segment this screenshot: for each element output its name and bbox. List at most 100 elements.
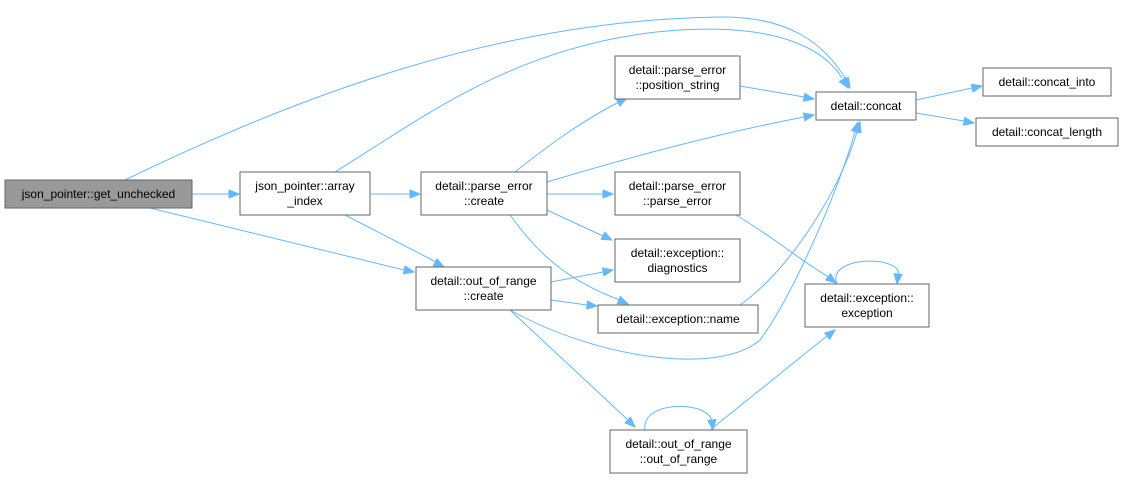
edge-line <box>739 131 858 306</box>
node-box <box>4 179 193 209</box>
arrowhead <box>432 257 446 268</box>
arrowhead <box>600 231 614 241</box>
arrowhead <box>624 416 636 428</box>
edge-line <box>835 260 899 285</box>
edge-concat-to-concat_into <box>915 83 984 101</box>
edge-line <box>334 28 843 173</box>
node-label: detail::exception:: <box>631 246 724 260</box>
edges-layer <box>124 16 984 432</box>
arrowhead <box>962 116 976 126</box>
node-exception-name[interactable]: detail::exception::name <box>597 304 759 334</box>
arrowhead <box>616 295 630 305</box>
edge-line <box>915 87 973 101</box>
node-label: ::create <box>464 194 504 208</box>
edge-get_unchecked-to-array_index <box>191 189 241 199</box>
node-box <box>804 283 930 328</box>
arrowhead <box>707 419 717 432</box>
arrowhead <box>228 189 241 199</box>
node-label: ::out_of_range <box>640 452 718 466</box>
arrowhead <box>802 112 816 122</box>
node-box <box>614 55 741 100</box>
arrowhead <box>602 189 615 199</box>
node-array-index[interactable]: json_pointer::array_index <box>239 171 371 216</box>
node-concat[interactable]: detail::concat <box>815 91 917 121</box>
node-label: detail::out_of_range <box>430 274 536 288</box>
edge-line <box>915 112 965 122</box>
node-box <box>415 266 552 311</box>
edge-line <box>344 214 437 263</box>
edge-line <box>546 116 805 183</box>
node-parse-error-create[interactable]: detail::parse_error::create <box>420 171 548 216</box>
node-concat-into[interactable]: detail::concat_into <box>982 67 1112 97</box>
arrowhead <box>893 273 903 286</box>
edge-parse_error_create-to-concat <box>546 112 816 183</box>
node-position-string[interactable]: detail::parse_error::position_string <box>614 55 741 100</box>
edge-array_index-to-parse_error_create <box>371 189 422 199</box>
edge-array_index-to-concat <box>334 28 849 173</box>
edge-line <box>550 299 588 306</box>
edge-parse_error_create-to-position_string <box>514 97 629 173</box>
edge-array_index-to-out_of_range_create <box>344 214 446 268</box>
edge-parse_error_create-to-diagnostics <box>546 209 614 241</box>
node-diagnostics[interactable]: detail::exception::diagnostics <box>614 238 741 283</box>
edge-out_of_range_create-to-out_of_range_ctor <box>509 309 636 428</box>
node-concat-length[interactable]: detail::concat_length <box>975 117 1119 147</box>
node-label: ::create <box>463 289 503 303</box>
edge-line <box>124 16 846 181</box>
node-label: json_pointer::array <box>254 179 354 193</box>
node-label: detail::parse_error <box>629 63 726 77</box>
node-label: diagnostics <box>647 261 707 275</box>
node-box <box>975 117 1119 147</box>
arrowhead <box>402 265 416 275</box>
nodes-layer: json_pointer::get_unchecked json_pointer:… <box>4 55 1119 474</box>
arrowhead <box>601 267 615 277</box>
arrowhead <box>970 83 984 93</box>
edge-line <box>709 335 828 431</box>
node-parse-error-ctor[interactable]: detail::parse_error::parse_error <box>614 171 741 216</box>
node-label: json_pointer::get_unchecked <box>21 187 175 201</box>
edge-line <box>509 131 856 360</box>
node-box <box>597 304 759 334</box>
node-get-unchecked[interactable]: json_pointer::get_unchecked <box>4 179 193 209</box>
node-label: detail::out_of_range <box>625 437 731 451</box>
edge-exception_ctor-to-exception_ctor <box>835 260 903 286</box>
node-label: detail::exception::name <box>616 312 740 326</box>
edge-parse_error_ctor-to-exception_ctor <box>735 214 838 284</box>
edge-get_unchecked-to-concat <box>124 16 851 181</box>
node-label: detail::concat_into <box>999 75 1096 89</box>
edge-parse_error_create-to-exception_name <box>509 214 630 305</box>
node-box <box>982 67 1112 97</box>
node-box <box>614 171 741 216</box>
arrowhead <box>802 92 816 102</box>
edge-line <box>509 309 629 421</box>
edge-line <box>514 101 620 173</box>
edge-line <box>546 209 604 237</box>
node-out-of-range-ctor[interactable]: detail::out_of_range::out_of_range <box>609 429 748 474</box>
node-label: ::parse_error <box>643 194 712 208</box>
node-out-of-range-create[interactable]: detail::out_of_range::create <box>415 266 552 311</box>
arrowhead <box>852 120 862 134</box>
node-exception-ctor[interactable]: detail::exception::exception <box>804 283 930 328</box>
edge-concat-to-concat_length <box>915 112 976 126</box>
node-label: detail::concat_length <box>992 125 1102 139</box>
node-label: detail::parse_error <box>629 179 726 193</box>
edge-out_of_range_ctor-to-exception_ctor <box>709 329 837 431</box>
arrowhead <box>838 76 849 90</box>
node-label: detail::concat <box>831 99 902 113</box>
edge-line <box>509 214 621 301</box>
edge-line <box>644 406 713 431</box>
node-box <box>239 171 371 216</box>
edge-parse_error_create-to-parse_error_ctor <box>547 189 615 199</box>
edge-out_of_range_ctor-to-out_of_range_ctor <box>644 406 717 432</box>
edge-line <box>739 85 805 98</box>
edge-line <box>735 214 831 279</box>
node-label: _index <box>286 194 322 208</box>
arrowhead <box>823 329 837 341</box>
arrowhead <box>586 300 599 310</box>
edge-out_of_range_create-to-diagnostics <box>550 267 615 283</box>
edge-line <box>149 207 405 271</box>
edge-exception_name-to-concat <box>739 120 862 306</box>
edge-position_string-to-concat <box>739 85 816 102</box>
edge-line <box>550 271 604 283</box>
